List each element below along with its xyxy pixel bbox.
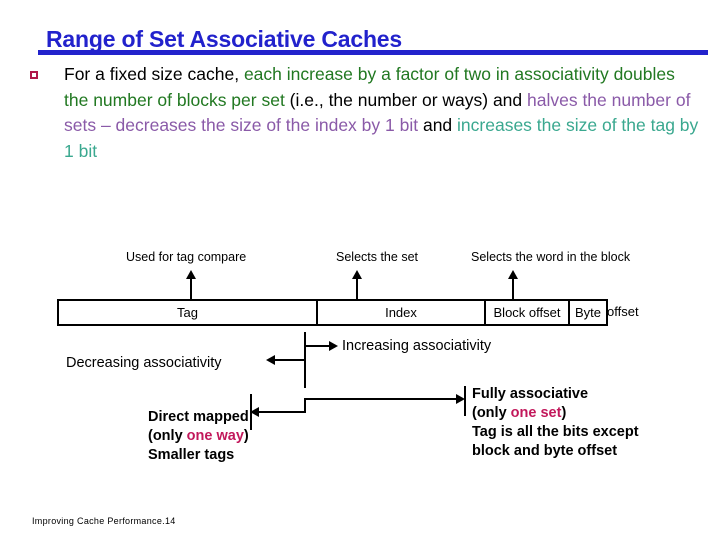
fully-associative-line-4: block and byte offset <box>472 443 618 459</box>
associativity-spine-line <box>304 332 306 388</box>
address-field-byte: Byte <box>574 305 601 320</box>
direct-mapped-line-2: (only one way) <box>148 427 249 446</box>
bullet-segment-2: each increase by a factor of two in asso… <box>64 64 675 110</box>
bullet-text: For a fixed size cache, each increase by… <box>64 62 702 164</box>
direct-mapped-highlight: one way <box>186 428 244 444</box>
bullet-segment-1: For a fixed size cache, <box>64 64 244 84</box>
callout-arrow-tag-icon <box>186 270 196 279</box>
square-bullet-icon <box>30 71 38 79</box>
direct-mapped-drop-line <box>304 398 306 412</box>
direct-mapped-line2-post: ) <box>243 428 249 444</box>
slide-footer: Improving Cache Performance.14 <box>32 516 176 526</box>
decreasing-associativity-label: Decreasing associativity <box>66 355 222 371</box>
address-format-bar: Tag Index Block offset Byte <box>57 299 608 326</box>
decreasing-arrow-line <box>275 359 305 361</box>
bullet-paragraph: For a fixed size cache, each increase by… <box>26 62 702 164</box>
direct-mapped-arrow-line <box>252 411 306 413</box>
direct-mapped-line-1: Direct mapped <box>148 409 249 425</box>
bullet-segment-6: increases the size of the tag by 1 bit <box>64 115 699 161</box>
byte-offset-overflow-label: offset <box>607 304 639 319</box>
direct-mapped-arrow-icon <box>250 407 259 417</box>
fully-associative-line2-post: ) <box>561 405 567 421</box>
callout-leader-line-index <box>356 277 358 300</box>
bullet-segment-3: (i.e., the number or ways) and <box>289 89 527 110</box>
callout-label-tag-compare: Used for tag compare <box>126 250 247 264</box>
address-field-block-offset: Block offset <box>486 301 570 324</box>
bullet-segment-4: halves the number of sets – decreases th… <box>64 89 691 136</box>
callout-label-selects-word: Selects the word in the block <box>471 250 631 264</box>
fully-associative-line-1: Fully associative <box>472 386 589 402</box>
fully-associative-arrow-icon <box>456 394 465 404</box>
direct-mapped-line2-pre: (only <box>148 428 187 444</box>
increasing-associativity-label: Increasing associativity <box>342 338 492 354</box>
page-title: Range of Set Associative Caches <box>46 26 402 52</box>
callout-arrow-block-icon <box>508 270 518 279</box>
decreasing-arrow-icon <box>266 355 275 365</box>
fully-associative-tick-line <box>464 386 466 416</box>
fully-associative-line-3: Tag is all the bits except <box>472 424 639 440</box>
fully-associative-arrow-line <box>304 398 460 400</box>
address-field-tag: Tag <box>59 301 318 324</box>
increasing-arrow-line <box>306 345 330 347</box>
fully-associative-line2-pre: (only <box>472 405 511 421</box>
title-underline-rule <box>38 50 708 55</box>
callout-leader-line-block <box>512 277 514 300</box>
increasing-arrow-icon <box>329 341 338 351</box>
fully-associative-line-2: (only one set) <box>472 404 566 423</box>
direct-mapped-line-3: Smaller tags <box>148 447 235 463</box>
callout-leader-line-tag <box>190 277 192 300</box>
callout-label-selects-set: Selects the set <box>336 250 418 264</box>
bullet-segment-5: and <box>422 115 458 135</box>
callout-arrow-index-icon <box>352 270 362 279</box>
fully-associative-highlight: one set <box>510 405 562 421</box>
address-field-index: Index <box>318 301 486 324</box>
